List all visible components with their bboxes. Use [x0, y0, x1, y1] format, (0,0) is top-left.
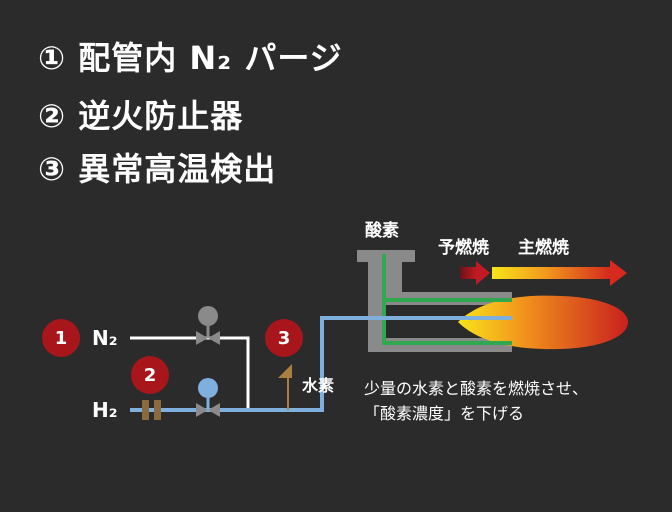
heading-overheat-detection: ③ 異常高温検出 [38, 153, 276, 185]
hydrogen-label: 水素 [302, 376, 335, 395]
temperature-sensor-icon [278, 364, 292, 410]
h2-valve-icon [196, 378, 220, 417]
main-combustion-label: 主燃焼 [518, 238, 569, 258]
heading-number: ③ [38, 150, 67, 188]
flashback-arrester-icon [142, 400, 161, 420]
badge-3: 3 [265, 319, 303, 357]
n2-valve-icon [196, 306, 220, 345]
heading-text: 配管内 N₂ パージ [78, 39, 343, 77]
heading-number: ① [38, 39, 67, 77]
pre-combustion-arrow [460, 261, 490, 285]
n2-pipe [130, 336, 250, 408]
heading-text: 逆火防止器 [78, 97, 244, 135]
oxygen-pipe [382, 254, 512, 345]
heading-flashback-arrester: ② 逆火防止器 [38, 100, 243, 132]
n2-label: N₂ [92, 326, 118, 350]
oxygen-label: 酸素 [365, 221, 399, 241]
burner-flame [458, 295, 628, 350]
note-line-1: 少量の水素と酸素を燃焼させ、 [364, 379, 589, 398]
heading-n2-purge: ① 配管内 N₂ パージ [38, 42, 343, 74]
h2-label: H₂ [92, 398, 118, 422]
pre-combustion-label: 予燃焼 [438, 238, 489, 258]
main-combustion-arrow [492, 260, 627, 286]
note-line-2: 「酸素濃度」を下げる [364, 404, 525, 423]
heading-number: ② [38, 97, 67, 135]
heading-text: 異常高温検出 [78, 150, 277, 188]
badge-1: 1 [42, 319, 80, 357]
badge-2: 2 [131, 356, 169, 394]
h2-pipe [130, 316, 512, 412]
